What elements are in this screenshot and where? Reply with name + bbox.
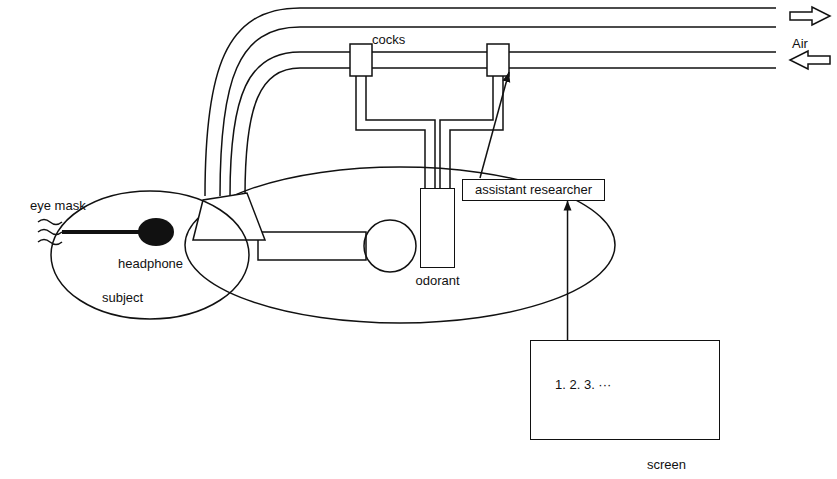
flow-arrow [790, 7, 830, 25]
odorant-pipe [440, 76, 493, 188]
body-outline [185, 167, 615, 323]
odorant-pipe [366, 76, 435, 188]
node-text: assistant researcher [475, 182, 592, 198]
arrow-connector [567, 201, 569, 340]
operation-arrow [480, 72, 509, 178]
headphone-cord [62, 230, 142, 234]
supply-tube [245, 68, 776, 196]
part-label: headphone [118, 256, 183, 272]
cock-valve [350, 44, 372, 76]
node-text: screen [647, 457, 686, 473]
arm-shape [258, 232, 366, 260]
odorant-bottle: odorant [420, 188, 455, 268]
part-label: eye mask [30, 198, 86, 214]
node-text: 1. 2. 3. ··· [555, 377, 611, 393]
sound-wave [38, 220, 62, 225]
exhaust-tube [205, 8, 776, 196]
flow-arrow [790, 51, 830, 69]
cock-valve [487, 44, 509, 76]
node-text: subject [102, 290, 143, 306]
flow-label: Air [792, 36, 808, 52]
headphone-symbol [138, 218, 174, 246]
screen-box: 1. 2. 3. ···screen [530, 340, 720, 440]
odorant-pipe [450, 76, 503, 188]
hand-shape [364, 220, 416, 272]
sound-wave [38, 240, 62, 245]
assistant-box: assistant researcher [462, 179, 605, 201]
exhaust-tube [220, 27, 776, 196]
node-text: odorant [415, 273, 459, 289]
part-label: cocks [372, 32, 405, 48]
